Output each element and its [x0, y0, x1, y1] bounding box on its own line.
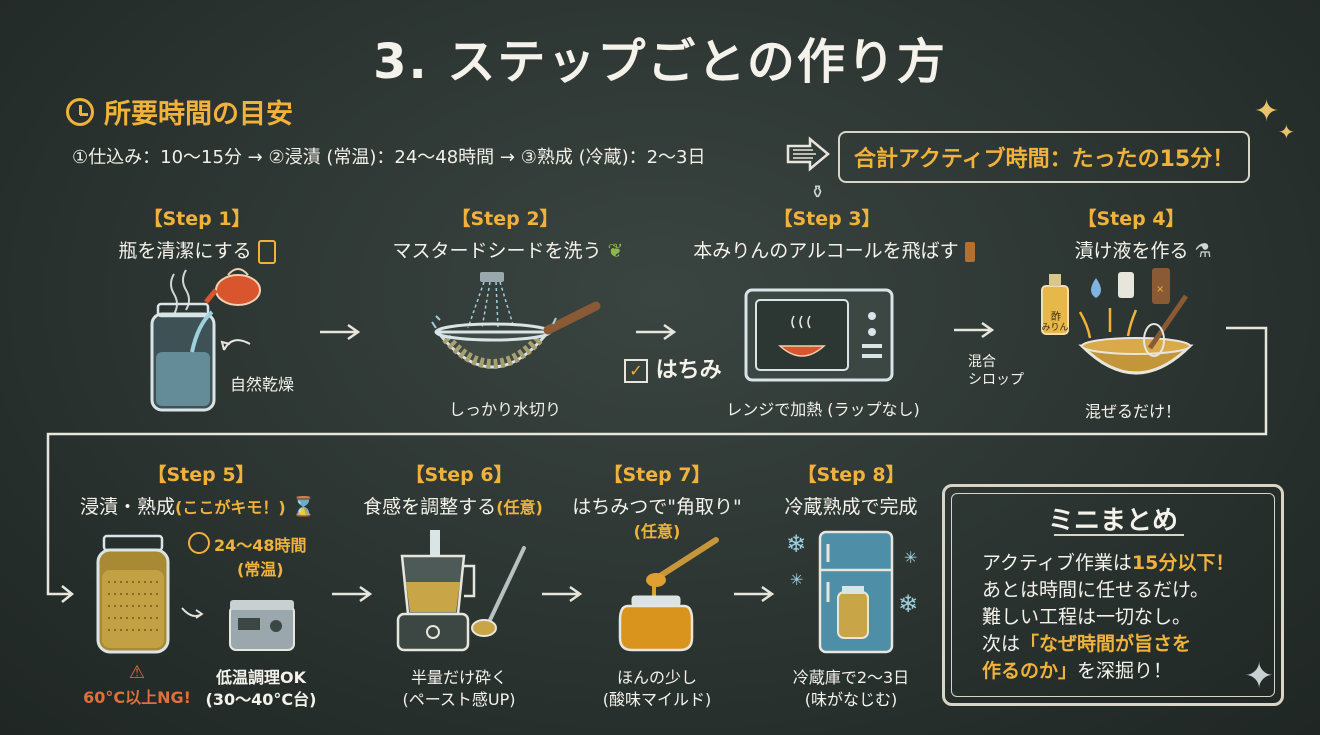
step8-note2: (味がなじむ): [804, 690, 898, 709]
mirin-bottle-icon: [964, 241, 975, 262]
step7-title-extra: (任意): [633, 522, 681, 541]
step7-note1: ほんの少し: [616, 668, 697, 687]
honey-check-text: はちみ: [655, 358, 722, 383]
honey-pot-icon: [618, 537, 719, 652]
fridge-icon: [818, 530, 894, 654]
snowflake-icon: ❄: [898, 590, 919, 618]
step4-title: 漬け液を作る ⚗: [1048, 236, 1238, 263]
arrow-icon: [954, 321, 995, 339]
step5-time-condition: (常温): [236, 560, 284, 579]
time-heading: 所要時間の目安: [66, 92, 293, 131]
step8-note1: 冷蔵庫で2〜3日: [792, 668, 910, 687]
summary-underline: [1054, 534, 1184, 536]
food-processor-icon: [396, 530, 526, 652]
summary-title: ミニまとめ: [1047, 506, 1178, 536]
test-tube-icon: ⚗: [1194, 240, 1212, 262]
step3-title-text: 本みりんのアルコールを飛ばす: [693, 240, 959, 262]
step1-title-text: 瓶を清潔にする: [118, 240, 252, 262]
mix-label: 混合: [968, 354, 996, 370]
step5-label: 【Step 5】: [147, 464, 255, 486]
honey-check-label: ✓ はちみ: [624, 352, 722, 384]
vinegar-label: 酢: [1051, 312, 1061, 323]
syrup-label: シロップ: [968, 372, 1024, 388]
summary-line-3: 難しい工程は一切なし。: [982, 606, 1192, 628]
checkbox-icon: ✓: [624, 359, 648, 383]
step5-low-temp: 低温調理OK: [215, 668, 306, 687]
sous-vide-icon: [229, 600, 295, 651]
step5-time: 24〜48時間 (常温): [188, 532, 307, 580]
step7-label: 【Step 7】: [603, 464, 711, 486]
strainer-icon: [431, 272, 601, 369]
step5-temp-range: (30〜40°C台): [205, 690, 317, 709]
step8-label: 【Step 8】: [797, 464, 905, 486]
total-time-badge: 合計アクティブ時間：たったの15分！: [838, 131, 1251, 183]
time-flow: ①仕込み：10〜15分 → ②浸漬 (常温)：24〜48時間 → ③熟成 (冷蔵…: [72, 147, 706, 168]
step1-label: 【Step 1】: [143, 208, 251, 230]
step5-title: 浸漬・熟成(ここがキモ！) ⌛: [80, 492, 334, 519]
svg-text:×: ×: [1156, 284, 1164, 295]
summary-box: [942, 484, 1284, 706]
snowflake-icon: ❄: [786, 530, 807, 558]
summary-line-1: アクティブ作業は15分以下！: [982, 552, 1235, 574]
step2-note: しっかり水切り: [448, 400, 561, 419]
sparkle-small-icon: ✦: [1278, 120, 1295, 144]
mirin-label: みりん: [1041, 323, 1069, 333]
step6-title-text: 食感を調整する: [363, 496, 497, 518]
step2-title: マスタードシードを洗う ❦: [368, 236, 648, 263]
step8-title: 冷蔵熟成で完成: [784, 496, 918, 518]
step4-note: 混ぜるだけ！: [1084, 402, 1181, 421]
step7-title: はちみつで"角取り": [572, 496, 742, 518]
snowflake-small-icon: ✳: [790, 570, 804, 589]
jar-small-icon: [257, 239, 276, 264]
sprout-icon: ❦: [607, 240, 624, 262]
summary-line-2: あとは時間に任せるだけ。: [982, 579, 1210, 601]
arrow-icon: [734, 585, 775, 603]
step6-title-extra: (任意): [496, 498, 543, 517]
step2-label: 【Step 2】: [451, 208, 559, 230]
arrow-icon: [332, 585, 373, 603]
sparkle-icon: ✦: [1254, 94, 1280, 129]
arrow-icon: [542, 585, 583, 603]
jar-kettle-icon: [150, 268, 261, 412]
step7-note2: (酸味マイルド): [602, 690, 712, 709]
step3-note: レンジで加熱 (ラップなし): [726, 400, 920, 419]
seed-jar-icon: [96, 534, 170, 654]
step5-warning: 60°C以上NG!: [83, 688, 191, 707]
mixing-bowl-icon: ×: [1041, 268, 1194, 375]
bottle-small-icon: ⚱: [810, 182, 826, 203]
step3-title: 本みりんのアルコールを飛ばす: [664, 236, 1004, 263]
step1-title: 瓶を清潔にする: [92, 236, 302, 264]
warning-icon: ⚠: [128, 662, 146, 683]
summary-line-5: 作るのか」を深掘り！: [982, 660, 1173, 682]
step4-title-text: 漬け液を作る: [1074, 240, 1189, 262]
row-connector: [46, 326, 1268, 603]
microwave-icon: [744, 288, 894, 382]
curved-arrow-icon: [181, 607, 204, 619]
step1-note: 自然乾燥: [229, 375, 294, 394]
step6-label: 【Step 6】: [405, 464, 513, 486]
hourglass-icon: ⌛: [291, 496, 316, 518]
step3-label: 【Step 3】: [773, 208, 881, 230]
step5-title-text: 浸漬・熟成: [80, 496, 176, 518]
step6-note1: 半量だけ砕く: [410, 668, 507, 687]
step5-title-extra: (ここがキモ！): [175, 498, 286, 517]
step6-title: 食感を調整する(任意): [338, 492, 568, 519]
sparkle-icon: ✦: [1244, 656, 1275, 697]
arrow-icon: [320, 323, 361, 341]
page-title: 3. ステップごとの作り方: [373, 34, 947, 90]
step4-label: 【Step 4】: [1077, 208, 1185, 230]
step2-title-text: マスタードシードを洗う: [392, 240, 602, 262]
step6-note2: (ペースト感UP): [402, 690, 516, 709]
arrow-icon: [636, 323, 677, 341]
step5-time-value: 24〜48時間: [214, 536, 307, 555]
summary-line-4: 次は「なぜ時間が旨さを: [982, 633, 1192, 655]
clock-icon: [188, 532, 210, 554]
time-heading-label: 所要時間の目安: [104, 99, 293, 130]
snowflake-small-icon: ✳: [904, 548, 918, 567]
big-arrow-icon: [786, 136, 830, 172]
clock-icon: [66, 97, 94, 126]
